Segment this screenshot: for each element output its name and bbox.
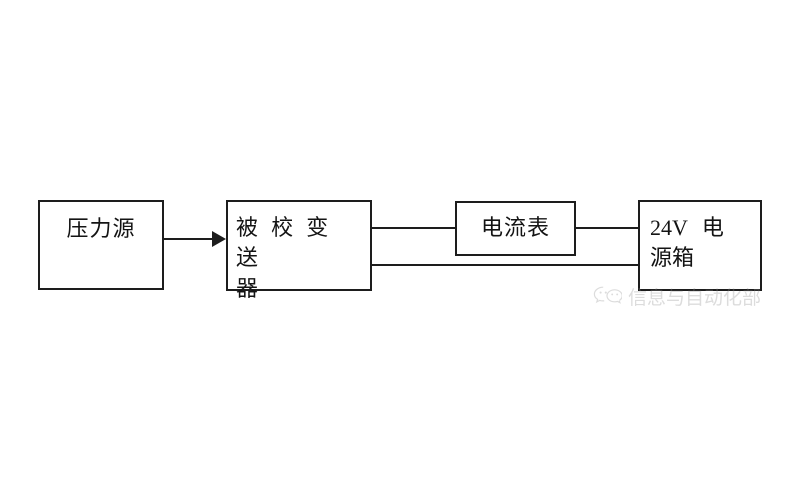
block-transmitter-label: 被 校 变 送 器 bbox=[236, 215, 332, 301]
block-power-supply-line2: 源箱 bbox=[650, 245, 695, 271]
block-ammeter: 电流表 bbox=[455, 201, 576, 256]
block-power-supply: 24V 电源箱 bbox=[638, 200, 762, 291]
block-ammeter-label: 电流表 bbox=[480, 215, 550, 240]
block-pressure-source-label: 压力源 bbox=[66, 216, 136, 241]
connector-ammeter-to-power bbox=[575, 227, 639, 229]
block-power-supply-label: 24V 电源箱 bbox=[650, 213, 754, 274]
block-power-supply-voltage: 24V bbox=[650, 215, 688, 240]
connector-source-to-transmitter bbox=[164, 238, 214, 240]
block-power-supply-line1-cn: 电 bbox=[701, 215, 724, 240]
arrow-head-icon bbox=[212, 231, 226, 247]
wechat-icon bbox=[592, 285, 623, 309]
block-pressure-source: 压力源 bbox=[38, 200, 164, 290]
connector-transmitter-to-ammeter bbox=[371, 227, 456, 229]
block-transmitter: 被 校 变 送 器 bbox=[226, 200, 372, 301]
connector-transmitter-to-power-lower bbox=[371, 264, 639, 266]
